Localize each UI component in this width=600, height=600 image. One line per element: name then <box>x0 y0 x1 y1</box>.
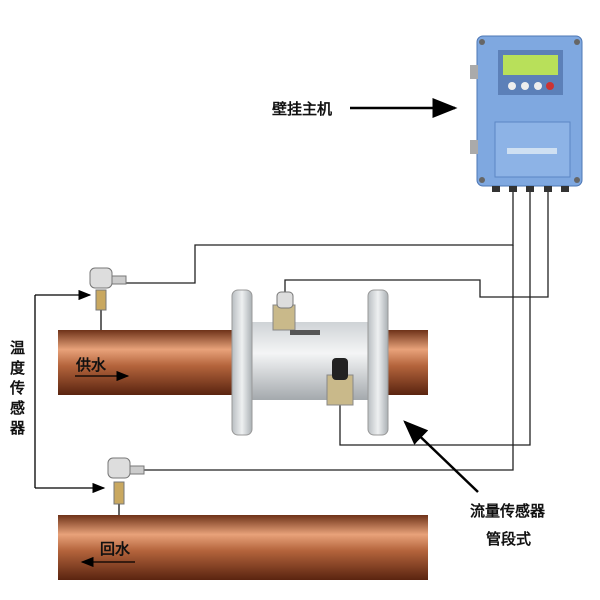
temp-sensor-return <box>107 457 145 515</box>
return-water-label: 回水 <box>100 540 131 558</box>
wall-unit-label: 壁挂主机 <box>272 100 333 118</box>
flow-sensor-pipe-section <box>231 289 389 436</box>
return-pipe <box>58 515 428 580</box>
callout-arrows <box>34 98 479 568</box>
flow-sensor-type-label: 管段式 <box>486 530 532 548</box>
wall-unit <box>470 35 583 192</box>
temp-sensor-label: 温度传感器 <box>10 339 26 437</box>
flow-sensor-label: 流量传感器 <box>470 502 546 520</box>
supply-water-label: 供水 <box>76 356 107 374</box>
cables <box>125 190 549 471</box>
temp-sensor-supply <box>89 267 127 330</box>
